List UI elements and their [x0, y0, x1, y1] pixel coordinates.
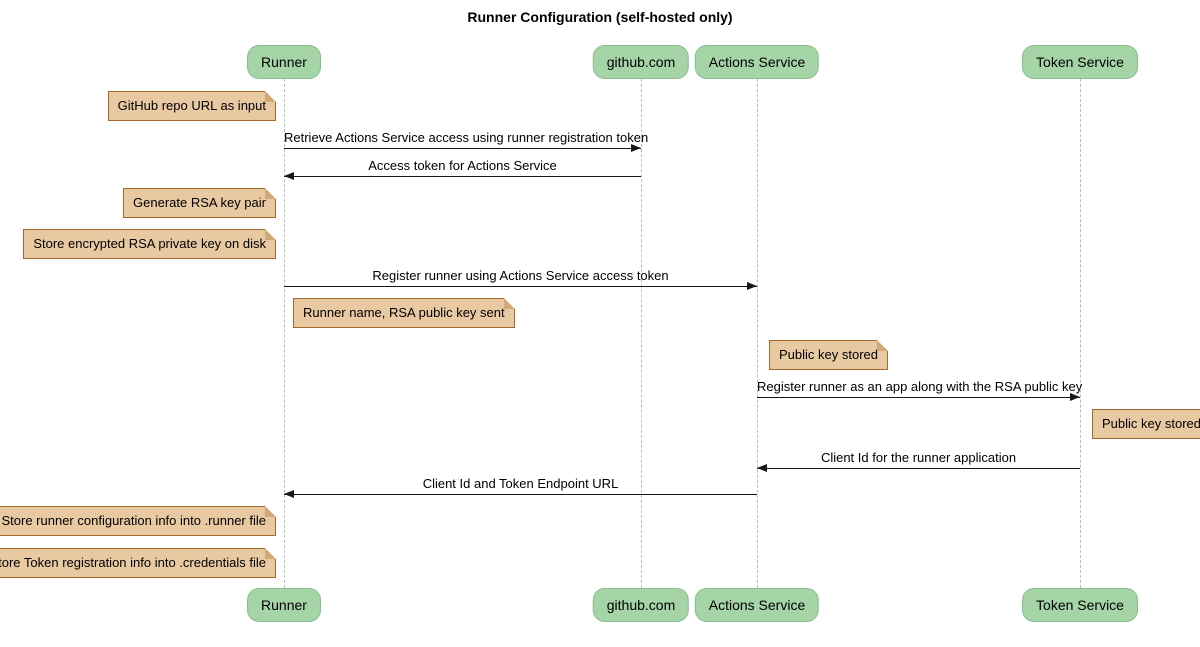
- message-label-4: Register runner as an app along with the…: [757, 379, 1083, 394]
- note-runner-name-rsa-public-key-sent: Runner name, RSA public key sent: [293, 298, 515, 328]
- message-line-3: [284, 286, 757, 287]
- message-line-2: [284, 176, 641, 177]
- message-line-4: [757, 397, 1080, 398]
- note-public-key-stored: Public key stored: [1092, 409, 1200, 439]
- diagram-title: Runner Configuration (self-hosted only): [467, 9, 733, 25]
- participant-github-top: github.com: [592, 45, 690, 79]
- message-arrowhead-6: [284, 490, 294, 498]
- lifeline-actions: [757, 79, 758, 588]
- message-arrowhead-5: [757, 464, 767, 472]
- note-store-encrypted-rsa-private-key-on-disk: Store encrypted RSA private key on disk: [23, 229, 276, 259]
- message-label-6: Client Id and Token Endpoint URL: [422, 476, 619, 491]
- message-arrowhead-2: [284, 172, 294, 180]
- participant-github-bottom: github.com: [592, 588, 690, 622]
- note-store-runner-configuration-info-into-runner-file: Store runner configuration info into .ru…: [0, 506, 276, 536]
- lifeline-runner: [284, 79, 285, 588]
- participant-runner-bottom: Runner: [247, 588, 321, 622]
- lifeline-github: [641, 79, 642, 588]
- message-arrowhead-4: [1070, 393, 1080, 401]
- participant-actions-top: Actions Service: [694, 45, 820, 79]
- message-line-6: [284, 494, 757, 495]
- participant-token-bottom: Token Service: [1022, 588, 1138, 622]
- note-store-token-registration-info-into-credentials-file: Store Token registration info into .cred…: [0, 548, 276, 578]
- message-label-5: Client Id for the runner application: [820, 450, 1017, 465]
- participant-runner-top: Runner: [247, 45, 321, 79]
- message-label-3: Register runner using Actions Service ac…: [372, 268, 669, 283]
- message-label-1: Retrieve Actions Service access using ru…: [284, 130, 649, 145]
- message-label-2: Access token for Actions Service: [368, 158, 557, 173]
- message-arrowhead-3: [747, 282, 757, 290]
- message-line-5: [757, 468, 1080, 469]
- message-line-1: [284, 148, 641, 149]
- note-generate-rsa-key-pair: Generate RSA key pair: [123, 188, 276, 218]
- participant-token-top: Token Service: [1022, 45, 1138, 79]
- participant-actions-bottom: Actions Service: [694, 588, 820, 622]
- note-public-key-stored: Public key stored: [769, 340, 888, 370]
- message-arrowhead-1: [631, 144, 641, 152]
- note-github-repo-url-as-input: GitHub repo URL as input: [107, 91, 277, 121]
- lifeline-token: [1080, 79, 1081, 588]
